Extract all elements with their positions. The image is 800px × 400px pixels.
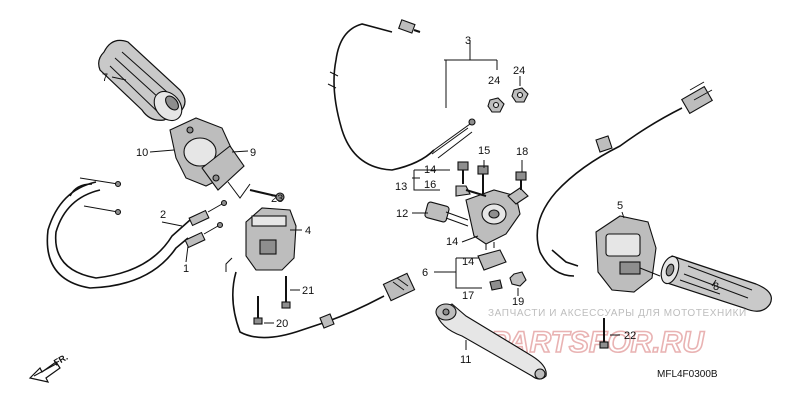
label-5: 5 (617, 200, 623, 212)
label-16: 16 (424, 179, 436, 191)
label-10: 10 (136, 147, 148, 159)
leader-1 (185, 245, 189, 263)
label-8: 8 (713, 281, 719, 293)
right-switch-housing-part[interactable] (595, 215, 661, 293)
label-7: 7 (102, 72, 108, 84)
right-switch-wire-part[interactable] (536, 81, 714, 277)
throttle-housing-part[interactable] (169, 117, 245, 191)
label-22: 22 (624, 330, 636, 342)
front-direction-marker: FR. (28, 352, 70, 383)
nut-24b-part[interactable] (511, 87, 529, 103)
label-17: 17 (462, 290, 474, 302)
label-9: 9 (250, 147, 256, 159)
screw-14a-part[interactable] (457, 161, 469, 184)
bracket-13 (413, 169, 450, 191)
clutch-switch-part[interactable] (424, 201, 469, 227)
front-direction-label: FR. (52, 352, 70, 368)
right-grip-part[interactable] (658, 254, 772, 312)
diagram-code: MFL4F0300B (657, 369, 718, 380)
label-21: 21 (302, 285, 314, 297)
label-24b: 24 (513, 65, 525, 77)
leader-2 (161, 221, 183, 227)
screw-20-part[interactable] (253, 296, 263, 325)
label-2: 2 (160, 209, 166, 221)
label-12: 12 (396, 208, 408, 220)
label-1: 1 (183, 263, 189, 275)
clutch-cable-part[interactable] (327, 19, 476, 171)
label-13: 13 (395, 181, 407, 193)
clutch-lever-part[interactable] (435, 303, 547, 380)
bracket-9 (227, 181, 251, 199)
leader-9 (231, 150, 249, 153)
watermark-text: ЗАПЧАСТИ И АКСЕССУАРЫ ДЛЯ МОТОТЕХНИКИ (488, 308, 747, 319)
label-18: 18 (516, 146, 528, 158)
throttle-cables-part[interactable] (46, 177, 228, 289)
label-14b: 14 (462, 256, 474, 268)
leader-8 (711, 279, 717, 287)
bolt-23-part[interactable] (249, 189, 285, 202)
arrow-left-icon (28, 361, 61, 383)
nut-24a-part[interactable] (487, 97, 505, 113)
screw-22-part[interactable] (599, 318, 609, 349)
label-11: 11 (460, 354, 471, 366)
label-23: 23 (271, 193, 283, 205)
label-4: 4 (305, 225, 311, 237)
screw-15-part[interactable] (477, 165, 489, 194)
screw-17-part[interactable] (489, 279, 503, 291)
leader-14c (461, 235, 479, 243)
leader-7 (111, 76, 127, 81)
throttle-grip-part[interactable] (98, 39, 188, 126)
clutch-pivot-bolt-part[interactable] (455, 185, 487, 197)
screw-18-part[interactable] (515, 171, 527, 190)
leader-3 (444, 40, 498, 108)
leader-5 (621, 211, 625, 219)
screw-21-part[interactable] (281, 276, 291, 309)
label-15: 15 (478, 145, 490, 157)
leader-10 (149, 149, 175, 153)
clutch-bracket-part[interactable] (465, 187, 529, 245)
label-24a: 24 (488, 75, 500, 87)
label-14a: 14 (424, 164, 436, 176)
nut-19-part[interactable] (509, 271, 527, 287)
left-switch-wire-part[interactable] (232, 271, 416, 339)
bracket-6 (434, 257, 482, 289)
left-switch-housing-part[interactable] (225, 207, 297, 272)
label-6: 6 (422, 267, 428, 279)
label-3: 3 (465, 35, 471, 47)
label-19: 19 (512, 296, 524, 308)
label-20: 20 (276, 318, 288, 330)
label-14c: 14 (446, 236, 458, 248)
lever-switch-part[interactable] (477, 242, 507, 271)
